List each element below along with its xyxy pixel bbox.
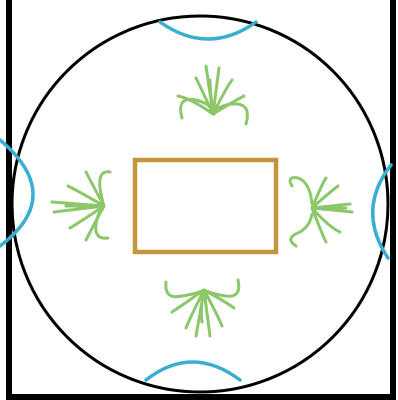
top-sprout [178,66,247,124]
bottom-sprout [166,280,239,336]
top-arc [160,22,256,39]
bottom-arc [146,362,240,380]
right-sprout [290,178,352,246]
square-frame [6,0,396,397]
left-arc [0,140,33,246]
center-rectangle [135,160,276,252]
left-sprout [52,172,110,240]
